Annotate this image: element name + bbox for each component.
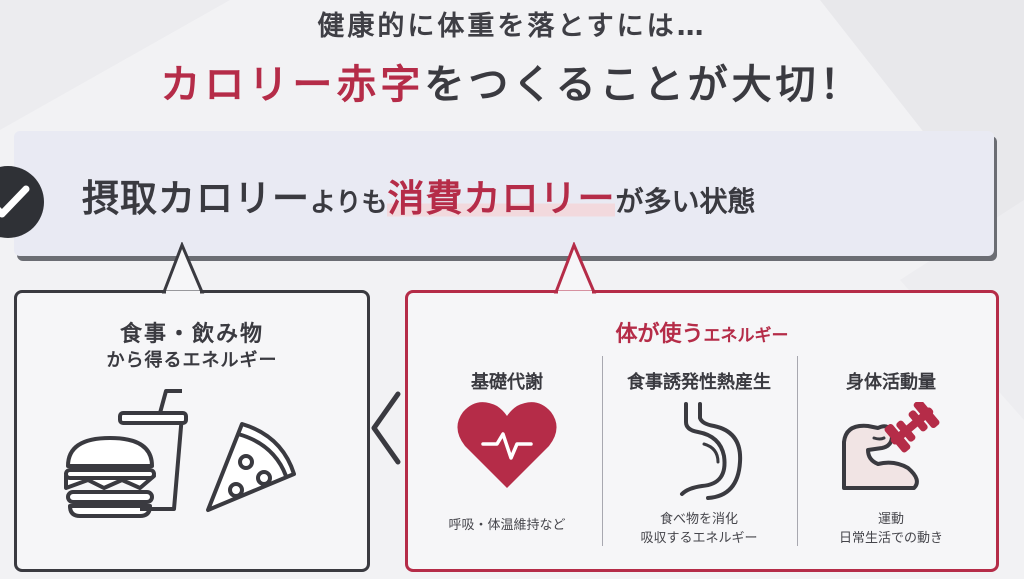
flexed-arm-dumbbell-icon — [842, 402, 940, 490]
headline-line2: カロリー赤字をつくることが大切！ — [0, 52, 1024, 110]
intake-subtitle: から得るエネルギー — [106, 350, 278, 371]
column-title-basal-metabolism: 基礎代謝 — [471, 372, 543, 393]
column-note-activity: 運動 日常生活での動き — [796, 510, 986, 548]
intake-title: 食事・飲み物 — [119, 322, 264, 347]
yorimo-text: よりも — [310, 188, 388, 218]
expenditure-title: 体が使うエネルギー — [405, 316, 999, 348]
column-title-thermogenesis: 食事誘発性熱産生 — [627, 372, 771, 393]
note-line: 日常生活での動き — [838, 531, 943, 546]
expenditure-title-suffix: エネルギー — [703, 326, 789, 346]
column-title-activity: 身体活動量 — [846, 372, 936, 393]
column-note-basal: 呼吸・体温維持など — [412, 516, 602, 535]
banner-text: 摂取カロリーよりも消費カロリーが多い状態 — [82, 168, 756, 222]
headline-line1: 健康的に体重を落とすには… — [317, 11, 707, 42]
hamburger-icon — [64, 436, 156, 518]
headline-accent: カロリー赤字 — [160, 62, 425, 108]
headline-rest: をつくることが大切！ — [424, 62, 864, 108]
expenditure-calorie-text: 消費カロリー — [387, 177, 616, 220]
drink-cup-icon — [118, 389, 188, 511]
note-line: 吸収するエネルギー — [640, 531, 758, 546]
note-line: 呼吸・体温維持など — [448, 518, 566, 533]
stomach-icon — [680, 402, 743, 500]
pizza-slice-icon — [206, 422, 296, 512]
column-divider — [602, 356, 603, 546]
expenditure-title-main: 体が使う — [615, 322, 704, 347]
intake-panel-tail — [161, 242, 205, 294]
chevron-left-icon — [371, 391, 401, 465]
note-line: 運動 — [877, 512, 904, 527]
expenditure-panel-tail — [553, 242, 597, 294]
column-divider — [797, 356, 798, 546]
column-note-thermogenesis: 食べ物を消化 吸収するエネルギー — [604, 510, 794, 548]
intake-calorie-text: 摂取カロリー — [82, 177, 310, 220]
heart-pulse-icon — [457, 402, 557, 488]
state-text: が多い状態 — [615, 185, 756, 218]
note-line: 食べ物を消化 — [659, 512, 738, 527]
